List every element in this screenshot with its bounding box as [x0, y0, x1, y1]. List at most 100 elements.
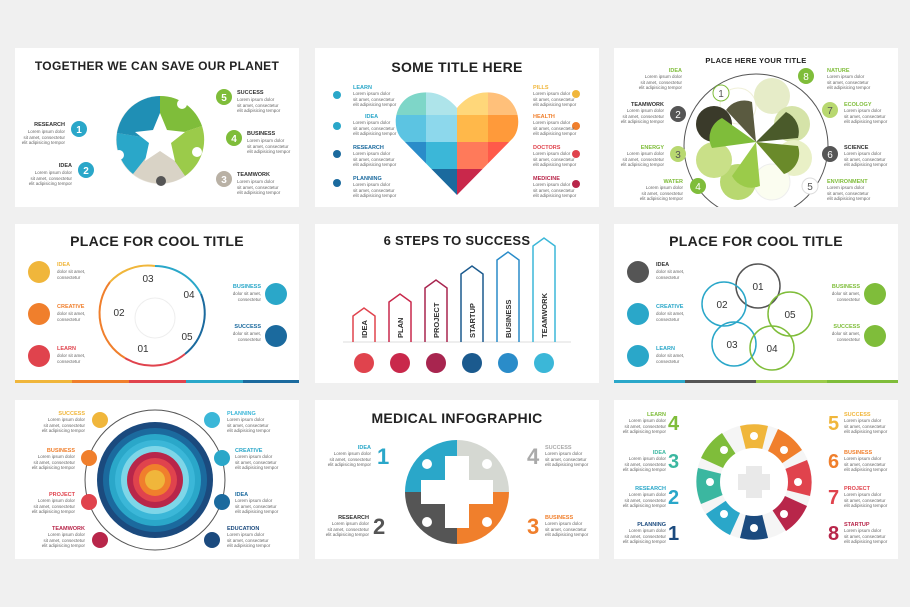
label-success: SUCCESS [58, 411, 85, 417]
label-success: SUCCESS [833, 324, 860, 330]
handshake-icon [333, 91, 341, 99]
text-success: dolor sit amet, consectetur [232, 331, 261, 342]
label-business: BUSINESS [831, 284, 860, 290]
label-medicine: MEDICINE [533, 176, 560, 182]
step-arrow [352, 307, 376, 342]
label-idea: IDEA [235, 492, 249, 498]
label-learn: LEARN [57, 346, 76, 352]
pill-icon [750, 524, 758, 532]
svg-text:2: 2 [675, 110, 681, 121]
step-icon [462, 353, 482, 373]
svg-text:04: 04 [766, 344, 778, 355]
svg-text:04: 04 [183, 290, 195, 301]
label-success: SUCCESS [237, 90, 264, 96]
label-planning: PLANNING [637, 522, 666, 528]
syringe-icon [780, 510, 788, 518]
label-teamwork: TEAMWORK [52, 526, 85, 532]
text-learn: dolor sit amet, consectetur [57, 353, 86, 364]
slide-title: TOGETHER WE CAN SAVE OUR PLANET [34, 59, 280, 73]
slide-medical: MEDICAL INFOGRAPHIC 1 2 3 4 IDEA Lorem i… [315, 400, 599, 559]
svg-text:3: 3 [221, 175, 227, 186]
svg-text:05: 05 [784, 310, 796, 321]
label-business: BUSINESS [46, 448, 75, 454]
text-success: dolor sit amet, consectetur [831, 331, 860, 342]
label-business: BUSINESS [232, 284, 261, 290]
label-creative: CREATIVE [235, 448, 263, 454]
people-icon [156, 176, 166, 186]
step-arrow [388, 293, 412, 342]
gear-icon [192, 147, 202, 157]
label-success: SUCCESS [234, 324, 261, 330]
text-idea: dolor sit amet, consectetur [656, 269, 685, 280]
medical-cross-diagram: 1 2 3 4 [373, 440, 540, 544]
slide-title: SOME TITLE HERE [391, 59, 523, 75]
text-business: dolor sit amet, consectetur [831, 291, 860, 302]
text-project: Lorem ipsum dolor sit amet, consectetur … [844, 492, 888, 508]
planet-cycle-diagram: 1 2 3 4 5 [71, 89, 242, 187]
text-teamwork: Lorem ipsum dolor sit amet, consectetur … [620, 108, 664, 124]
text-science: Lorem ipsum dolor sit amet, consectetur … [844, 151, 888, 167]
label-research: RESEARCH [635, 486, 666, 492]
rings-diagram: 01 02 03 04 05 [627, 261, 886, 371]
plus-icon [572, 122, 580, 130]
step-icon [354, 353, 374, 373]
label-business: BUSINESS [844, 450, 873, 456]
label-health: HEALTH [533, 114, 555, 120]
step-label: PLAN [396, 318, 405, 338]
svg-text:3: 3 [668, 451, 679, 473]
text-nature: Lorem ipsum dolor sit amet, consectetur … [827, 74, 871, 90]
text-creative: dolor sit amet, consectetur [656, 311, 685, 322]
mail-icon [864, 283, 886, 305]
svg-text:3: 3 [527, 514, 539, 539]
step-label: BUSINESS [504, 300, 513, 338]
heart-icon [706, 478, 714, 486]
bulb-icon [114, 150, 124, 160]
label-energy: ENERGY [640, 145, 664, 151]
plus-icon [720, 446, 728, 454]
flower-diagram: 1 2 3 4 8 7 6 5 [670, 68, 838, 207]
target-diagram [81, 409, 230, 551]
label-planning: PLANNING [353, 176, 382, 182]
label-nature: NATURE [827, 68, 850, 74]
slide-target: SUCCESS Lorem ipsum dolor sit amet, cons… [15, 400, 299, 559]
svg-text:01: 01 [137, 344, 149, 355]
svg-text:4: 4 [695, 182, 701, 193]
svg-text:02: 02 [716, 300, 728, 311]
text-idea: Lorem ipsum dolor sit amet, consectetur … [327, 451, 371, 467]
text-business: Lorem ipsum dolor sit amet, consectetur … [844, 456, 888, 472]
text-business: Lorem ipsum dolor sit amet, consectetur … [31, 454, 75, 470]
svg-text:5: 5 [828, 413, 839, 435]
svg-text:01: 01 [752, 282, 764, 293]
slide-title: PLACE FOR COOL TITLE [70, 233, 244, 249]
doctors-icon [572, 150, 580, 158]
step-label: PROJECT [432, 302, 441, 338]
step-icon [390, 353, 410, 373]
svg-text:6: 6 [827, 150, 833, 161]
label-learn: LEARN [647, 412, 666, 418]
briefcase-icon [627, 345, 649, 367]
briefcase-icon [794, 478, 802, 486]
pill-icon [422, 459, 432, 469]
svg-text:1: 1 [668, 523, 679, 545]
syringe-icon [333, 150, 341, 158]
svg-text:2: 2 [668, 487, 679, 509]
text-success: Lorem ipsum dolor sit amet, consectetur … [237, 97, 281, 113]
text-planning: Lorem ipsum dolor sit amet, consectetur … [353, 182, 397, 198]
monitor-icon [214, 450, 230, 466]
label-success: SUCCESS [545, 445, 572, 451]
people-icon [92, 532, 108, 548]
svg-text:7: 7 [828, 487, 839, 509]
label-idea: IDEA [365, 114, 379, 120]
arrow-cycle-diagram: 03 02 04 01 05 [28, 261, 287, 367]
label-education: EDUCATION [227, 526, 260, 532]
label-science: SCIENCE [844, 145, 869, 151]
svg-text:2: 2 [373, 514, 385, 539]
text-learn: Lorem ipsum dolor sit amet, consectetur … [622, 418, 666, 434]
text-learn: dolor sit amet, consectetur [656, 353, 685, 364]
text-pills: Lorem ipsum dolor sit amet, consectetur … [533, 91, 577, 107]
text-idea: dolor sit amet, consectetur [57, 269, 86, 280]
trophy-icon [92, 412, 108, 428]
svg-text:4: 4 [668, 413, 680, 435]
